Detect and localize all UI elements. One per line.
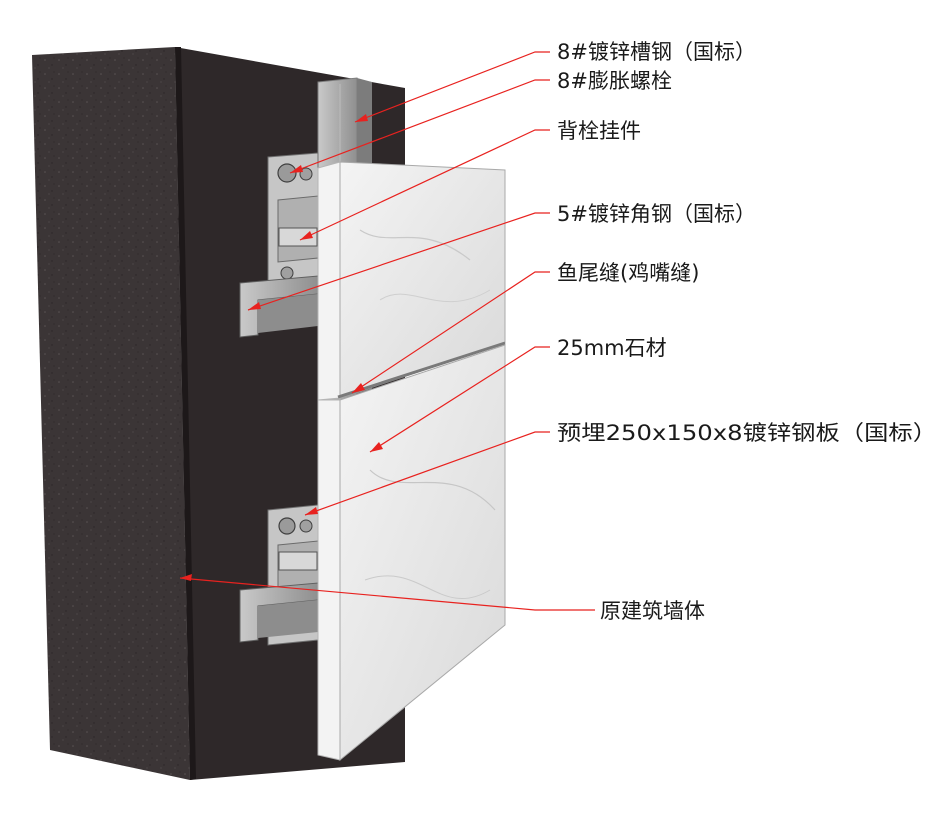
lower-stone-panel xyxy=(339,344,506,762)
lower-back-bolt-hanger xyxy=(278,551,318,571)
leader-lines xyxy=(179,51,595,611)
upper-back-bolt-hanger xyxy=(278,227,318,247)
label-embedded-plate: 预埋250x150x8镀锌钢板（国标） xyxy=(557,421,937,445)
lower-angle-steel-web xyxy=(258,600,318,638)
marble-vein xyxy=(359,229,471,261)
label-fishtail-joint: 鱼尾缝(鸡嘴缝) xyxy=(557,261,699,285)
lower-bolt-1 xyxy=(278,517,296,535)
arrow-embedded-plate xyxy=(305,507,318,515)
leader-stone-25mm xyxy=(369,346,550,453)
label-angle-steel: 5#镀锌角钢（国标） xyxy=(557,202,756,226)
label-expansion-bolt: 8#膨胀螺栓 xyxy=(557,69,672,93)
arrow-expansion-bolt xyxy=(290,165,303,173)
wall-edge xyxy=(175,47,196,780)
arrow-stone-25mm xyxy=(370,442,383,452)
upper-bolt-2 xyxy=(299,167,313,181)
arrow-angle-steel xyxy=(248,302,261,310)
fishtail-joint-line xyxy=(337,341,506,399)
wall-front-face xyxy=(32,47,190,780)
leader-original-wall xyxy=(179,577,595,611)
leader-expansion-bolt xyxy=(289,79,550,174)
lower-stone-edge xyxy=(317,399,341,761)
leader-fishtail-joint xyxy=(351,271,550,394)
upper-angle-steel-web xyxy=(258,294,318,333)
labels: 8#镀锌槽钢（国标） 8#膨胀螺栓 背栓挂件 5#镀锌角钢（国标） 鱼尾缝(鸡嘴… xyxy=(557,40,937,623)
arrow-original-wall xyxy=(180,574,192,581)
upper-stone-edge xyxy=(317,161,341,401)
upper-bracket xyxy=(239,152,319,338)
arrow-fishtail-joint xyxy=(352,383,365,393)
upper-bolt-1 xyxy=(277,163,297,183)
label-stone-25mm: 25mm石材 xyxy=(557,336,667,360)
label-channel-steel: 8#镀锌槽钢（国标） xyxy=(557,40,756,64)
marble-vein xyxy=(364,575,491,600)
leader-channel-steel xyxy=(354,51,550,123)
arrow-back-bolt-hanger xyxy=(300,231,313,240)
leader-back-bolt-hanger xyxy=(299,129,550,241)
label-original-wall: 原建筑墙体 xyxy=(600,599,705,623)
leader-embedded-plate xyxy=(304,431,550,516)
marble-vein xyxy=(369,469,496,511)
upper-bolt-3 xyxy=(280,266,294,280)
label-back-bolt-hanger: 背栓挂件 xyxy=(557,119,641,143)
marble-vein xyxy=(379,289,491,303)
stone-panels xyxy=(317,161,506,762)
lower-bracket xyxy=(239,504,319,646)
leader-angle-steel xyxy=(247,212,550,311)
arrow-channel-steel xyxy=(355,114,368,122)
lower-bolt-2 xyxy=(299,519,313,533)
